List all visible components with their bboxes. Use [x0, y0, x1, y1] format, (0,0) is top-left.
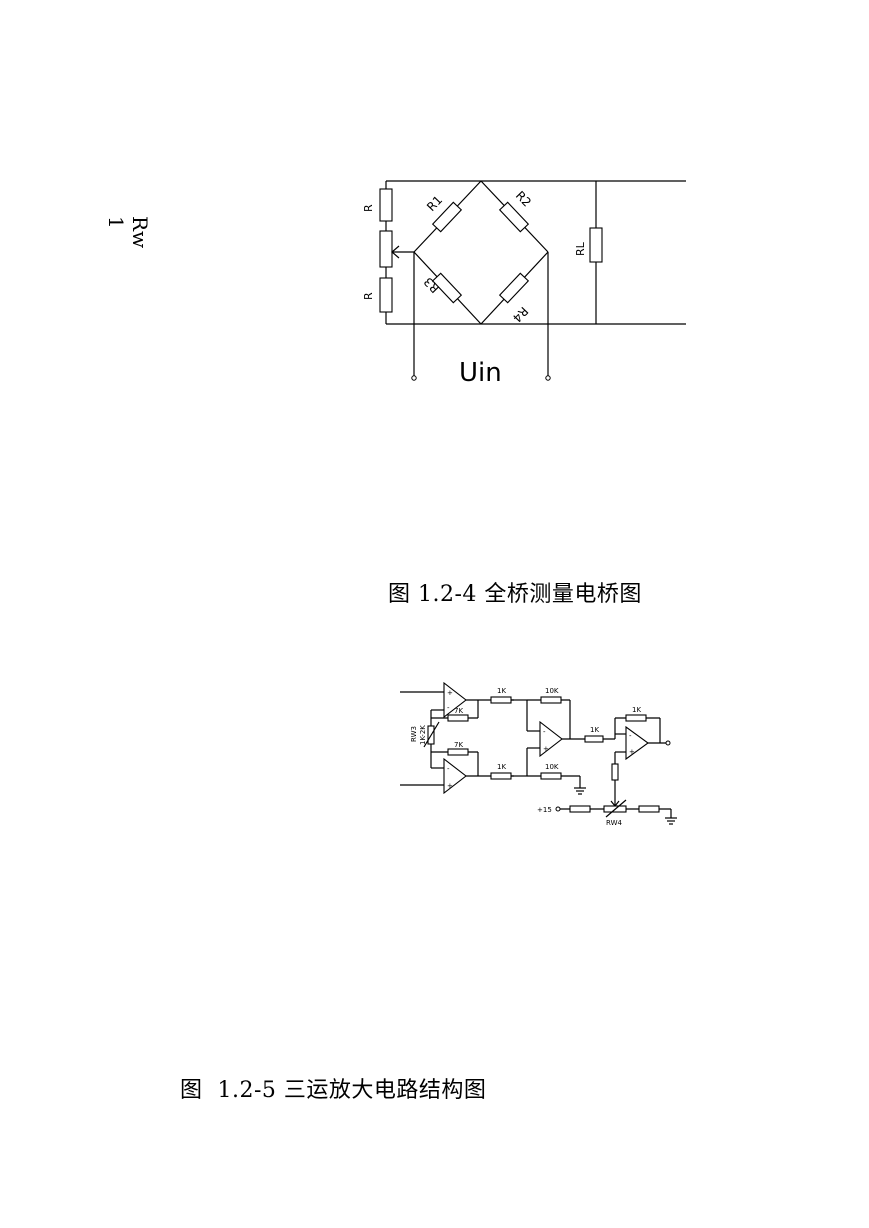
r-1k-feedback [625, 714, 647, 722]
left-resistor-bottom [379, 277, 393, 313]
r-1k-top [490, 696, 512, 704]
bridge-circuit: R R R1 R2 R3 R4 RL Uin [362, 180, 686, 388]
left-resistor-top-label: R [362, 204, 375, 212]
rl-label: RL [574, 241, 587, 256]
uin-label: Uin [459, 358, 502, 388]
svg-text:RW3: RW3 [410, 726, 418, 742]
svg-text:1K: 1K [497, 763, 506, 771]
r2-label: R2 [513, 188, 534, 209]
svg-text:+: + [543, 745, 549, 753]
r-1k-mid [584, 735, 604, 743]
svg-text:1K: 1K [632, 706, 641, 714]
r-1k-bottom [490, 772, 512, 780]
supply-resistor [569, 805, 591, 813]
svg-text:+: + [447, 689, 453, 697]
wiper-arrow [391, 245, 400, 259]
opamp-a1 [443, 681, 467, 719]
instrumentation-amplifier: + - - + 7K 7K RW3 1K-2K 1K 1K [400, 681, 677, 827]
opamp-a3 [539, 720, 563, 758]
rl-resistor [589, 227, 603, 263]
r-10k-top [540, 696, 562, 704]
svg-text:7K: 7K [454, 707, 463, 715]
opamp-a4 [625, 725, 649, 761]
r3-resistor [431, 272, 463, 304]
offset-resistor [611, 763, 619, 781]
svg-text:+: + [447, 782, 453, 790]
supply-terminal [555, 806, 561, 812]
svg-text:+: + [629, 748, 635, 756]
figure-caption-bridge: 图 1.2-4 全桥测量电桥图 [388, 582, 642, 607]
left-resistor-bottom-label: R [362, 292, 375, 300]
r4-resistor [498, 272, 530, 304]
svg-text:-: - [447, 704, 450, 712]
opamp-a2 [443, 757, 467, 795]
left-resistor-top [379, 188, 393, 222]
svg-text:10K: 10K [545, 763, 559, 771]
output-terminal [665, 740, 671, 746]
svg-text:-: - [543, 728, 546, 736]
ground-resistor [638, 805, 660, 813]
svg-text:1K: 1K [497, 687, 506, 695]
svg-text:1K: 1K [590, 726, 599, 734]
input-left-terminal [411, 375, 417, 381]
r1-label: R1 [424, 193, 445, 214]
r-7k-top [447, 714, 469, 722]
svg-text:1K-2K: 1K-2K [419, 725, 427, 745]
figure-caption-amplifier: 图 1.2-5 三运放大电路结构图 [180, 1078, 487, 1103]
r4-label: R4 [510, 304, 531, 325]
svg-text:-: - [629, 732, 632, 740]
svg-text:10K: 10K [545, 687, 559, 695]
r-10k-bottom [540, 772, 562, 780]
svg-text:-: - [447, 765, 450, 773]
r1-resistor [431, 201, 463, 233]
svg-text:+15: +15 [537, 806, 552, 814]
svg-text:7K: 7K [454, 741, 463, 749]
potentiometer-body [379, 230, 393, 268]
svg-text:RW4: RW4 [606, 819, 623, 827]
r2-resistor [498, 201, 530, 233]
r-7k-bottom [447, 748, 469, 756]
input-right-terminal [545, 375, 551, 381]
